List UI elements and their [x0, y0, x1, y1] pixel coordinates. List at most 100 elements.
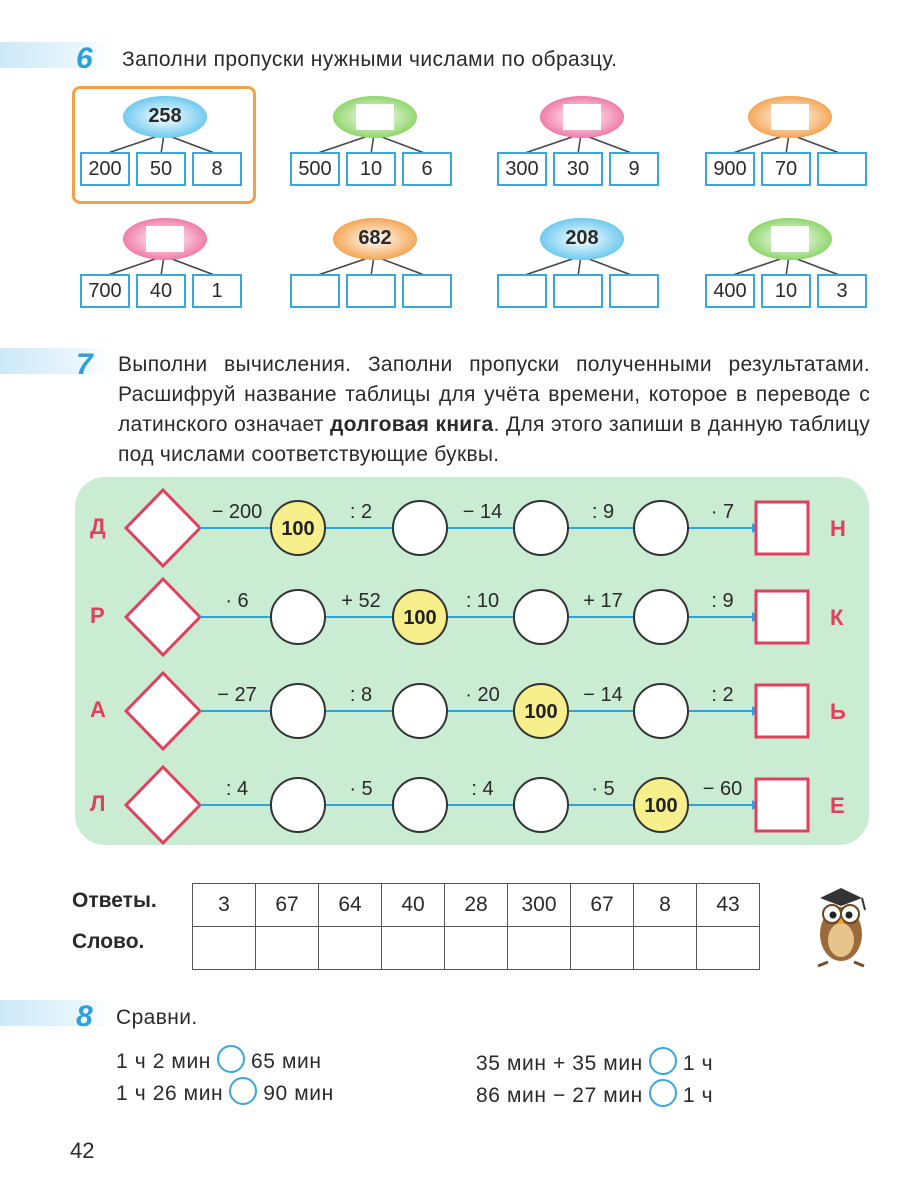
tree-cell[interactable]	[497, 274, 547, 308]
operation-label: − 200	[212, 501, 263, 523]
answer-cell: 67	[255, 883, 319, 927]
compare-left: 86 мин − 27 мин	[476, 1084, 643, 1107]
answer-cell: 8	[633, 883, 697, 927]
bold-term: долговая книга	[329, 413, 494, 436]
compare-circle[interactable]	[229, 1077, 258, 1105]
tree-cell: 70	[761, 152, 811, 186]
row-letter-right: К	[830, 605, 844, 630]
tree-cell: 8	[192, 152, 242, 186]
tree-oval	[123, 218, 207, 260]
tree-oval: 258	[123, 96, 207, 138]
compare-right: 1 ч	[682, 1052, 714, 1075]
tree-top-blank[interactable]	[771, 226, 809, 252]
tree-cell[interactable]	[290, 274, 340, 308]
page-number: 42	[70, 1138, 95, 1163]
compare-right: 65 мин	[250, 1050, 322, 1073]
answer-circle[interactable]	[513, 500, 569, 556]
tree-oval	[333, 96, 417, 138]
tree-cell[interactable]	[609, 274, 659, 308]
compare-item: 1 ч 2 мин 65 мин	[116, 1045, 322, 1074]
word-cell[interactable]	[633, 926, 697, 970]
tree-top-blank[interactable]	[356, 104, 394, 130]
compare-circle[interactable]	[648, 1079, 677, 1107]
compare-circle[interactable]	[216, 1045, 245, 1073]
word-cell[interactable]	[696, 926, 760, 970]
word-cell[interactable]	[570, 926, 634, 970]
operation-label: − 14	[463, 501, 502, 523]
exercise-number: 6	[76, 42, 93, 75]
tree-cell: 1	[192, 274, 242, 308]
start-diamond[interactable]	[123, 576, 203, 658]
answer-circle[interactable]	[513, 777, 569, 833]
operation-label: : 9	[711, 590, 733, 612]
answer-circle[interactable]	[392, 777, 448, 833]
word-cell[interactable]	[381, 926, 445, 970]
answer-circle[interactable]	[270, 777, 326, 833]
exercise-number: 8	[76, 1000, 93, 1033]
word-cell[interactable]	[255, 926, 319, 970]
operation-label: · 5	[349, 778, 372, 800]
tree-oval	[748, 96, 832, 138]
start-diamond[interactable]	[123, 764, 203, 846]
operation-label: : 9	[592, 501, 614, 523]
tree-cells	[290, 274, 458, 308]
word-cell[interactable]	[507, 926, 571, 970]
tree-cell[interactable]	[553, 274, 603, 308]
compare-left: 1 ч 2 мин	[116, 1050, 211, 1073]
owl-icon	[817, 888, 866, 968]
exercise-title: Заполни пропуски нужными числами по обра…	[122, 48, 618, 71]
text-part: . Для этого запиши в данную таблицу под …	[118, 413, 871, 466]
tree-cell: 3	[817, 274, 867, 308]
answer-circle[interactable]	[392, 500, 448, 556]
start-diamond[interactable]	[123, 670, 203, 752]
answer-circle[interactable]	[633, 683, 689, 739]
answers-label: Ответы.	[72, 889, 157, 912]
tree-top-blank[interactable]	[771, 104, 809, 130]
answer-circle[interactable]	[513, 589, 569, 645]
tree-cell: 500	[290, 152, 340, 186]
operation-label: + 52	[341, 590, 380, 612]
word-cell[interactable]	[318, 926, 382, 970]
exercise-title: Сравни.	[116, 1006, 198, 1029]
compare-item: 35 мин + 35 мин 1 ч	[476, 1047, 713, 1076]
row-letter-left: Л	[90, 791, 106, 816]
operation-label: : 2	[711, 684, 733, 706]
answer-circle[interactable]	[270, 589, 326, 645]
end-square[interactable]	[754, 777, 810, 833]
known-circle	[270, 500, 326, 556]
end-square[interactable]	[754, 683, 810, 739]
word-cell[interactable]	[192, 926, 256, 970]
answer-circle[interactable]	[392, 683, 448, 739]
tree-cell[interactable]	[402, 274, 452, 308]
tree-cell: 400	[705, 274, 755, 308]
answer-cell: 300	[507, 883, 571, 927]
compare-left: 35 мин + 35 мин	[476, 1052, 643, 1075]
compare-circle[interactable]	[648, 1047, 677, 1075]
operation-label: · 20	[465, 684, 499, 706]
tree-cell[interactable]	[817, 152, 867, 186]
tree-cell: 900	[705, 152, 755, 186]
answer-cell: 67	[570, 883, 634, 927]
tree-top-blank[interactable]	[563, 104, 601, 130]
answer-circle[interactable]	[270, 683, 326, 739]
end-square[interactable]	[754, 500, 810, 556]
word-cell[interactable]	[444, 926, 508, 970]
start-diamond[interactable]	[123, 487, 203, 569]
tree-top-blank[interactable]	[146, 226, 184, 252]
compare-right: 1 ч	[682, 1084, 714, 1107]
end-square[interactable]	[754, 589, 810, 645]
number-tree: 682	[290, 218, 460, 310]
tree-cell: 40	[136, 274, 186, 308]
answer-circle[interactable]	[633, 500, 689, 556]
known-circle	[633, 777, 689, 833]
answer-circle[interactable]	[633, 589, 689, 645]
tree-cell[interactable]	[346, 274, 396, 308]
row-letter-right: Ь	[830, 699, 846, 724]
row-letter-right: Н	[830, 516, 846, 541]
